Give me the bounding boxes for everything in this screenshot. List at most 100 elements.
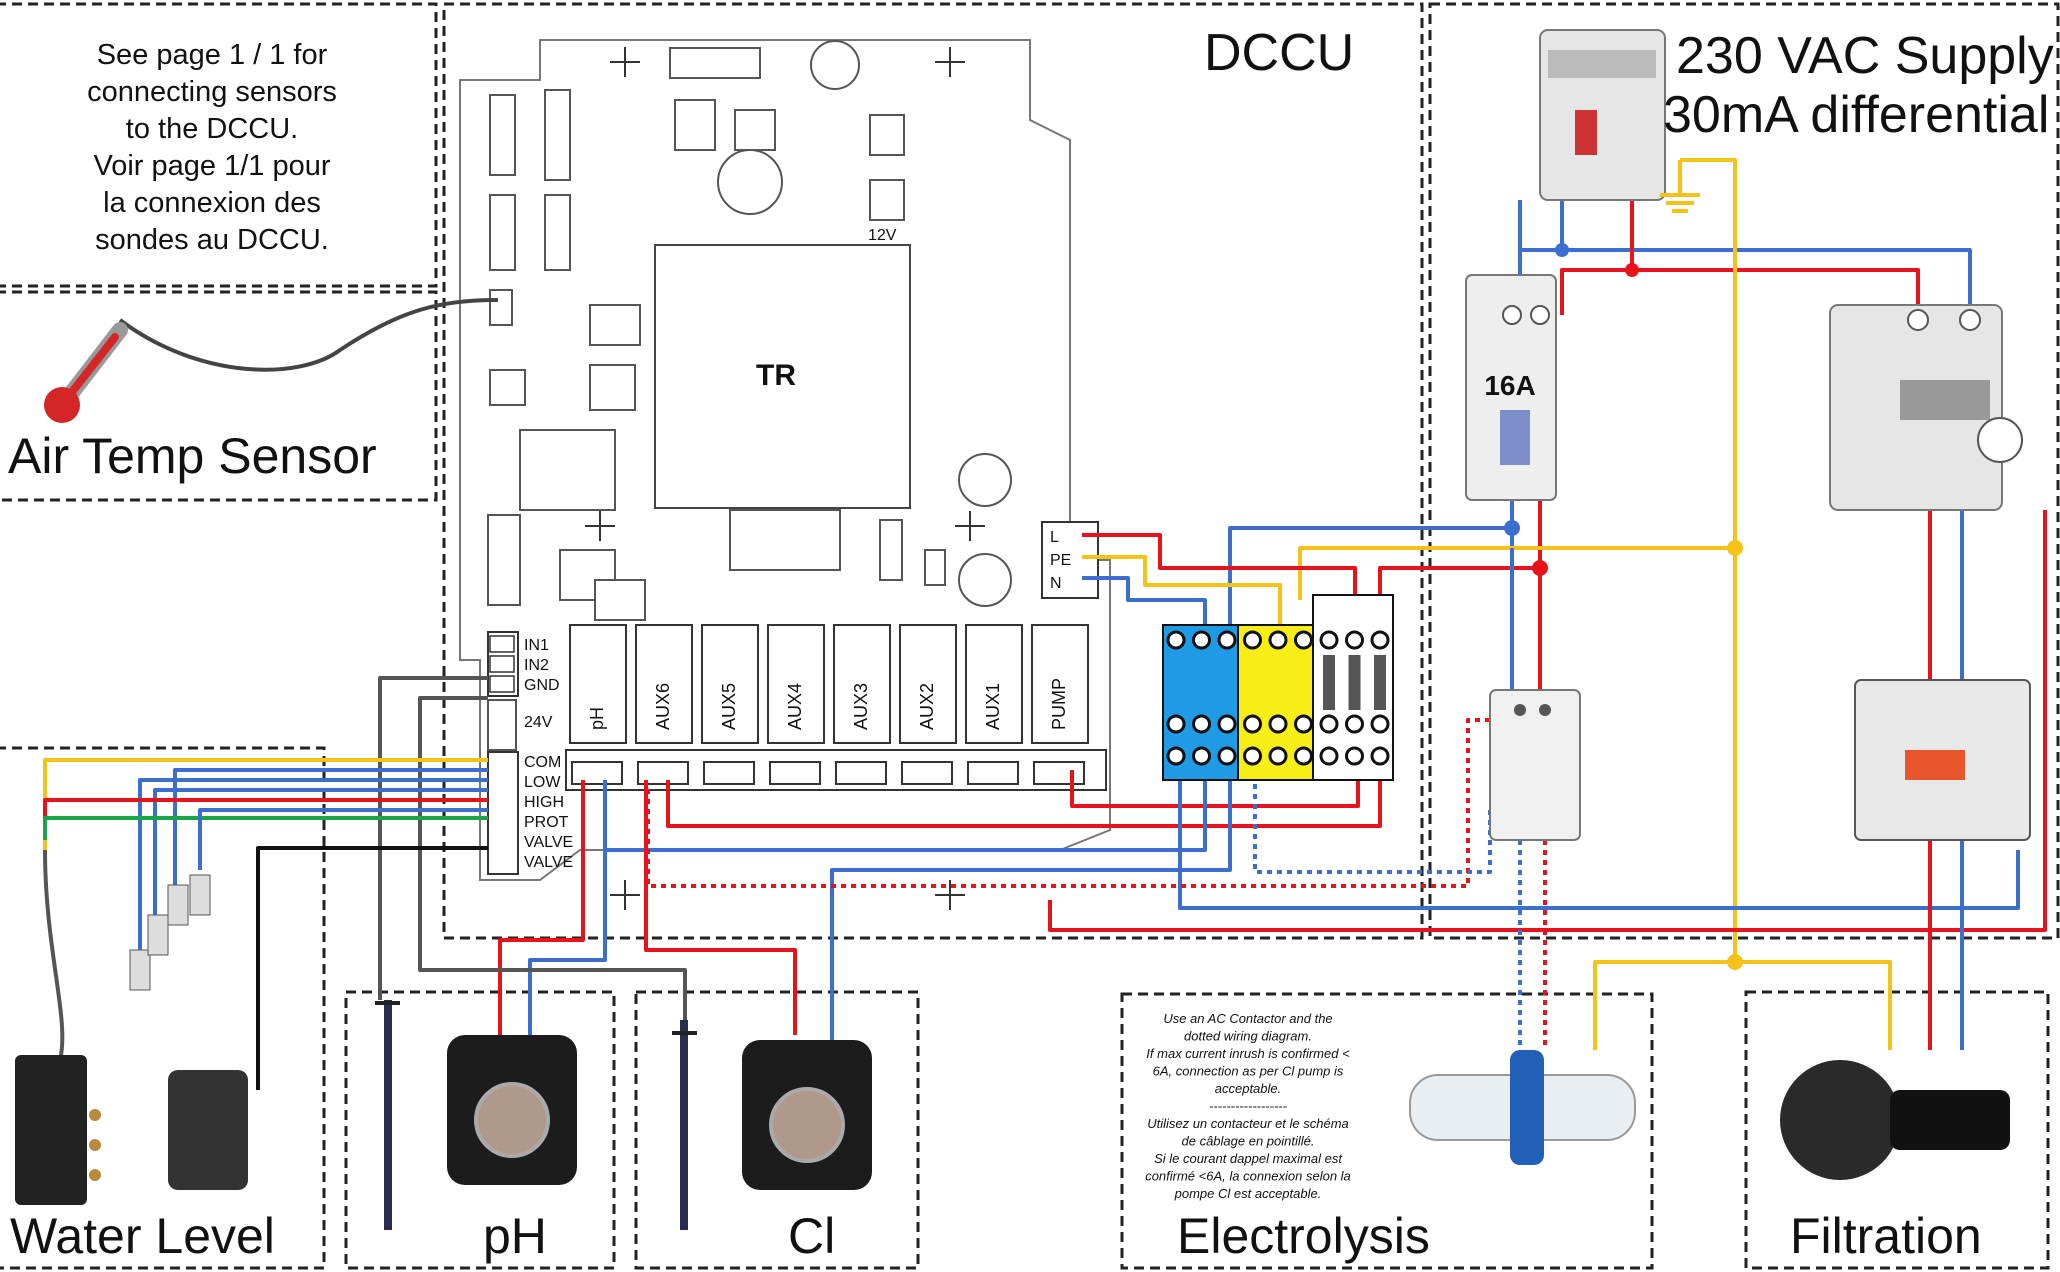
filtration-breaker xyxy=(1829,304,2023,511)
dccu-box xyxy=(442,2,1424,940)
supply-box xyxy=(1428,2,2060,940)
terminal-screw xyxy=(1319,630,1339,650)
relay xyxy=(899,624,957,744)
relay xyxy=(635,624,693,744)
ac-contactor-electrolysis xyxy=(1489,689,1581,841)
sensor-label-valve-2: VALVE xyxy=(524,854,573,871)
water-level-box xyxy=(0,746,326,1270)
relay-label: AUX3 xyxy=(851,683,871,730)
sensor-note-box xyxy=(0,2,438,288)
relay-label: AUX2 xyxy=(917,683,937,730)
terminal-screw xyxy=(1345,746,1364,766)
electrolysis-note-line: dotted wiring diagram. xyxy=(1184,1029,1312,1044)
electrolysis-note-line: 6A, connection as per Cl pump is xyxy=(1153,1064,1344,1079)
relay xyxy=(701,624,759,744)
breaker-label: 16A xyxy=(1484,370,1535,401)
terminal-screw xyxy=(1166,746,1186,766)
terminal-screw xyxy=(1345,714,1364,734)
relay xyxy=(965,624,1023,744)
relay-terminal xyxy=(967,761,1019,785)
relay-terminal xyxy=(571,761,623,785)
cl-pump xyxy=(742,1040,872,1190)
terminal-screw xyxy=(1192,630,1211,650)
ph-box xyxy=(344,990,616,1270)
filtration-pump xyxy=(1780,1060,2010,1180)
relay-label: AUX4 xyxy=(785,683,805,730)
relay-terminal xyxy=(703,761,755,785)
relay-label: PUMP xyxy=(1049,678,1069,730)
v12-label: 12V xyxy=(868,227,897,244)
terminal-screw xyxy=(1294,746,1313,766)
sensor-label-high: HIGH xyxy=(524,794,564,811)
ph-pump xyxy=(447,1035,577,1185)
terminal-screw xyxy=(1243,630,1262,650)
filtration-box xyxy=(1744,990,2050,1270)
terminal-screw xyxy=(1243,746,1262,766)
terminal-screw xyxy=(1268,630,1288,650)
in1-label: IN1 xyxy=(524,637,549,654)
water-level-title: Water Level xyxy=(10,1208,275,1264)
sensor-note-line: See page 1 / 1 for xyxy=(97,39,328,71)
electrolysis-note-line: pompe Cl est acceptable. xyxy=(1174,1186,1322,1201)
terminal-block xyxy=(1162,594,1394,781)
terminal-screw xyxy=(1268,746,1288,766)
relay-terminal xyxy=(769,761,821,785)
air-temp-box xyxy=(0,290,438,502)
terminal-screw xyxy=(1192,746,1211,766)
ph-probe xyxy=(375,1000,400,1230)
junction-dots xyxy=(1504,243,1743,970)
supply-title-line1: 230 VAC Supply xyxy=(1676,27,2054,85)
relay-label: AUX1 xyxy=(983,683,1003,730)
terminal-fuse xyxy=(1348,655,1361,710)
pe-label: PE xyxy=(1050,552,1071,569)
l-label: L xyxy=(1050,529,1059,546)
in2-label: IN2 xyxy=(524,657,549,674)
electrolysis-note-line: acceptable. xyxy=(1215,1081,1282,1096)
n-label: N xyxy=(1050,575,1062,592)
terminal-screw xyxy=(1217,630,1237,650)
electrolysis-title: Electrolysis xyxy=(1177,1208,1430,1264)
terminal-screw xyxy=(1166,630,1186,650)
relay-label: pH xyxy=(587,707,607,730)
relay xyxy=(767,624,825,744)
terminal-screw xyxy=(1166,714,1186,734)
electrolysis-note: Use an AC Contactor and the dotted wiring… xyxy=(1145,1011,1351,1201)
electrolysis-note-line: Use an AC Contactor and the xyxy=(1163,1011,1332,1026)
electrolysis-note-line: de câblage en pointillé. xyxy=(1182,1134,1315,1149)
electrolysis-note-line: Si le courant dappel maximal est xyxy=(1154,1151,1343,1166)
sensor-label-valve-1: VALVE xyxy=(524,834,573,851)
relay xyxy=(1031,624,1089,744)
input-connector: IN1 IN2 GND 24V xyxy=(487,631,560,731)
terminal-screw xyxy=(1192,714,1211,734)
relay-terminal xyxy=(835,761,887,785)
relay-terminal xyxy=(637,761,689,785)
sensor-note-line: la connexion des xyxy=(103,187,321,219)
supply-title-line2: 30mA differential xyxy=(1663,86,2049,144)
electrolysis-note-line: ------------------ xyxy=(1209,1099,1288,1114)
sensor-note-line: to the DCCU. xyxy=(126,113,298,145)
cl-title: Cl xyxy=(788,1208,835,1264)
electrolysis-box xyxy=(1120,992,1654,1270)
terminal-screw xyxy=(1268,714,1288,734)
sensor-connector: COM LOW HIGH PROT VALVE VALVE xyxy=(487,751,573,875)
terminal-fuse xyxy=(1374,655,1386,710)
water-level-sensors xyxy=(15,874,248,1205)
cl-box xyxy=(634,990,920,1270)
relay xyxy=(569,624,627,744)
ph-title: pH xyxy=(483,1208,547,1264)
circuit-breaker-16a: 16A xyxy=(1465,274,1557,501)
dccu-title: DCCU xyxy=(1204,24,1354,82)
relay-terminal xyxy=(901,761,953,785)
relay-terminal xyxy=(1033,761,1085,785)
filtration-title: Filtration xyxy=(1790,1208,1982,1264)
terminal-screw xyxy=(1217,746,1237,766)
relay-label: AUX6 xyxy=(653,683,673,730)
differential-breaker xyxy=(1539,29,1700,213)
electrolysis-note-line: confirmé <6A, la connexion selon la xyxy=(1145,1169,1351,1184)
terminal-screw xyxy=(1370,746,1390,766)
electrolysis-note-line: Utilisez un contacteur et le schéma xyxy=(1147,1116,1349,1131)
terminal-screw xyxy=(1243,714,1262,734)
